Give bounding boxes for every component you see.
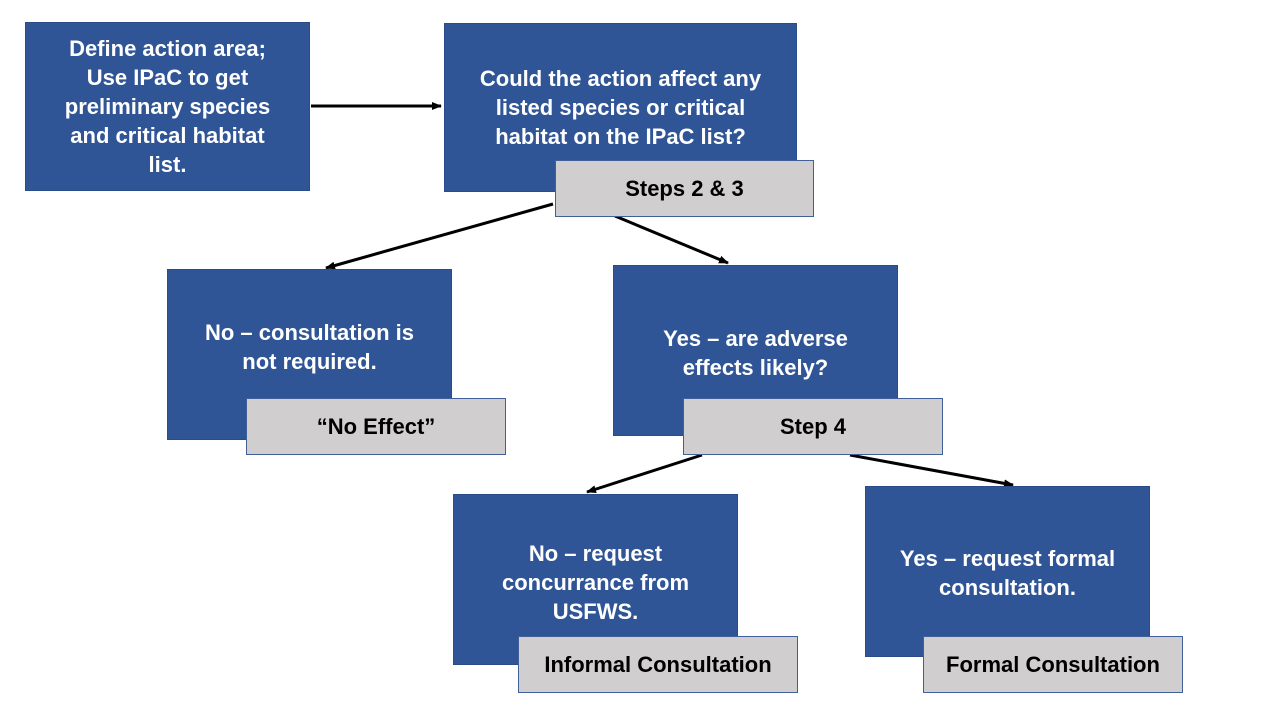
steps-2-3-tag: Steps 2 & 3: [555, 160, 814, 217]
formal-request-box: Yes – request formal consultation.: [865, 486, 1150, 657]
informal-request-text: No – request concurrance from USFWS.: [501, 541, 690, 624]
informal-consultation-tag: Informal Consultation: [518, 636, 798, 693]
affect-question-text: Could the action affect any listed speci…: [479, 66, 762, 149]
no-effect-tag: “No Effect”: [246, 398, 506, 455]
formal-consultation-tag: Formal Consultation: [923, 636, 1183, 693]
arrow-to-formal: [849, 453, 1014, 488]
arrow-to-no-consultation: [325, 202, 554, 270]
step-4-tag: Step 4: [683, 398, 943, 455]
arrow-to-informal: [586, 453, 703, 494]
define-action-area-box: Define action area; Use IPaC to get prel…: [25, 22, 310, 191]
arrow-to-adverse: [614, 214, 729, 265]
formal-request-text: Yes – request formal consultation.: [899, 546, 1116, 600]
adverse-effects-text: Yes – are adverse effects likely?: [663, 326, 848, 380]
no-consultation-text: No – consultation is not required.: [204, 320, 415, 374]
affect-question-box: Could the action affect any listed speci…: [444, 23, 797, 192]
define-action-area-text: Define action area; Use IPaC to get prel…: [64, 36, 271, 177]
